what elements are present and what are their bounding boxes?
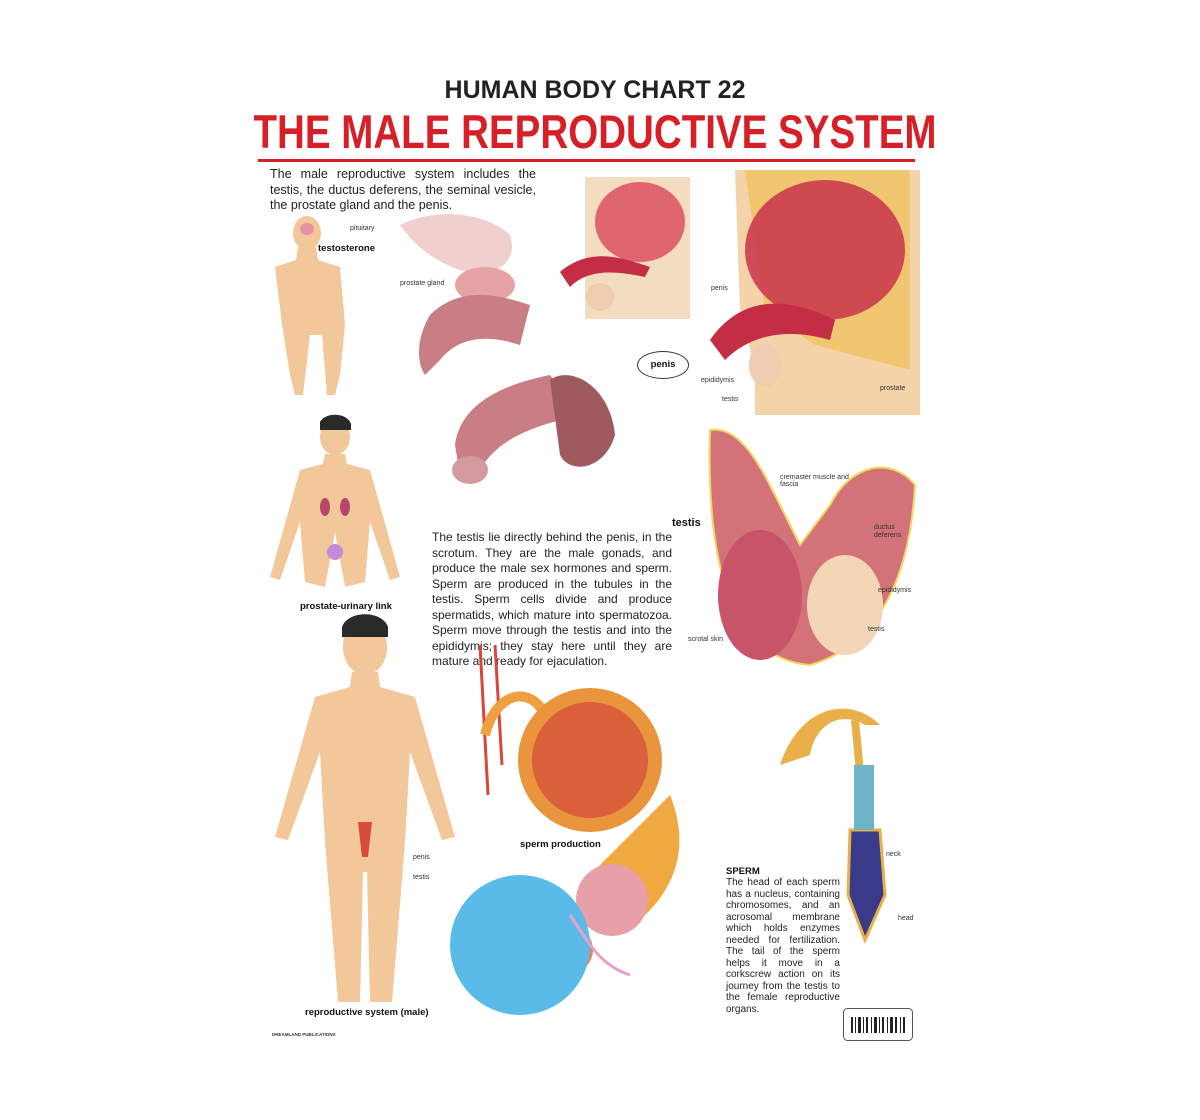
male-figure [275, 614, 455, 1002]
chart-subtitle: HUMAN BODY CHART 22 [444, 76, 746, 104]
sperm-text: The head of each sperm has a nucleus, co… [726, 877, 840, 1015]
penis-callout: penis [637, 351, 689, 379]
chart-title: THE MALE REPRODUCTIVE SYSTEM [253, 105, 937, 158]
pelvis-small-section [560, 177, 690, 319]
label-testis: testis [722, 396, 739, 403]
prostate-urinary-figure [270, 414, 400, 587]
label-epididymis: epididymis [701, 377, 735, 384]
intro-text: The male reproductive system includes th… [270, 167, 536, 212]
caption-sperm-production: sperm production [520, 839, 601, 850]
label-neck: neck [886, 851, 901, 858]
sperm-production-illustration [450, 644, 680, 1015]
label-pituitary: pituitary [350, 225, 375, 232]
label-testis-male: testis [413, 874, 430, 881]
caption-prostate-urinary-link: prostate-urinary link [300, 601, 392, 612]
testis-text: The testis lie directly behind the penis… [432, 530, 672, 668]
publisher-name: DREAMLAND PUBLICATIONS [272, 1032, 336, 1037]
pelvis-large-section [710, 170, 920, 415]
label-ductus-deferens: ductus deferens [874, 524, 902, 539]
label-cremaster: cremaster muscle and fascia [780, 474, 849, 488]
sperm-heading: SPERM [726, 866, 760, 877]
label-prostate: prostate [880, 385, 906, 392]
label-prostate-gland: prostate gland [400, 280, 445, 287]
label-scrotal-skin: scrotal skin [688, 636, 724, 643]
title-divider [258, 159, 915, 162]
testis-cross-section [708, 428, 917, 667]
caption-testosterone: testosterone [318, 243, 376, 254]
label-head: head [898, 915, 914, 922]
label-penis-male: penis [413, 854, 430, 861]
label-epididymis-2: epididymis [878, 587, 912, 594]
barcode [843, 1008, 913, 1041]
label-testis-2: testis [868, 626, 885, 633]
prostate-illustration [400, 214, 615, 484]
label-penis: penis [711, 285, 728, 292]
sperm-illustration [780, 708, 887, 944]
testosterone-figure [275, 216, 345, 395]
testis-heading: testis [672, 517, 701, 529]
caption-reproductive-system-male: reproductive system (male) [305, 1007, 429, 1018]
